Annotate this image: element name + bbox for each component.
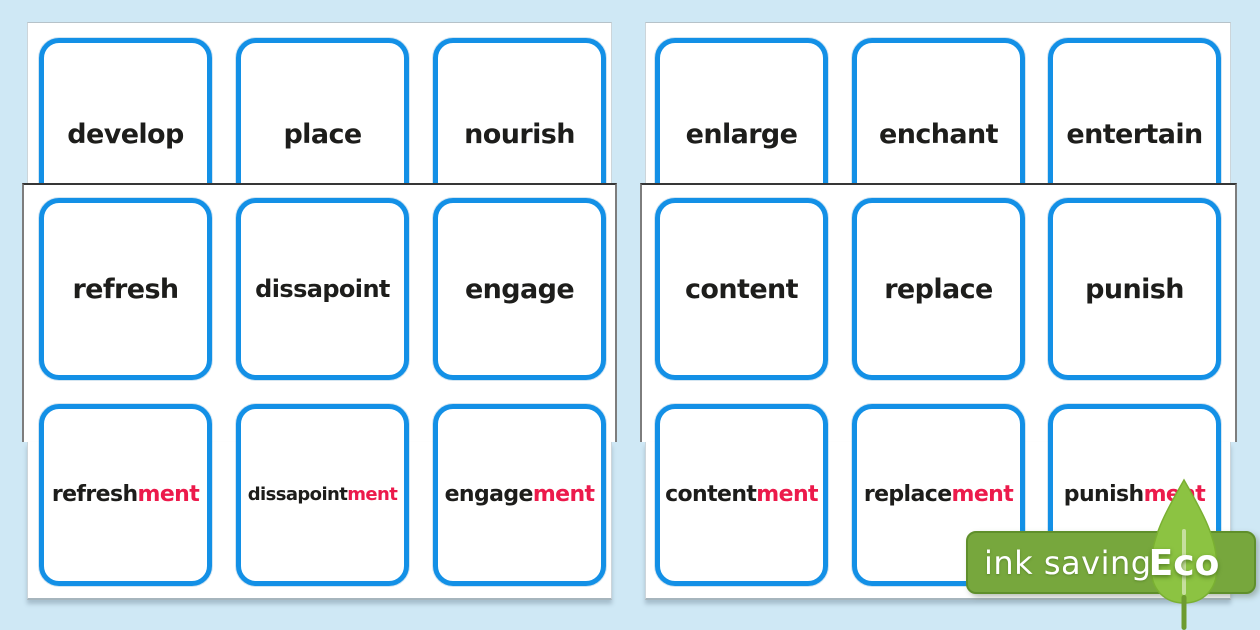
word-card: dissapoint [236,198,409,380]
card-root: content [665,482,757,507]
card-word: content [685,273,799,305]
card-word: replace [884,276,993,303]
word-card: punish [1048,198,1221,380]
card-root: place [283,118,362,150]
card-suffix: ment [756,482,818,507]
card-suffix: ment [137,482,200,507]
card-word: develop [67,111,184,150]
card-word: engage [464,273,575,305]
word-card: refreshment [39,404,212,586]
card-word: replacement [863,482,1014,507]
eco-leaf-icon [1150,478,1218,630]
card-suffix: ment [347,484,398,505]
card-word: contentment [665,484,818,506]
card-root: refresh [51,482,138,507]
left-page-row1: develop place nourish [27,22,612,183]
card-word: entertain [1066,111,1203,150]
word-card: content [655,198,828,380]
card-root: replace [884,273,993,305]
word-card: engagement [433,404,606,586]
card-root: punish [1085,273,1184,305]
word-card: place [236,38,409,183]
card-root: entertain [1066,118,1203,150]
card-word: nourish [464,111,575,148]
word-card: nourish [433,38,606,183]
word-card: contentment [655,404,828,586]
card-root: develop [67,118,184,150]
card-word: refreshment [51,482,200,507]
card-word: enlarge [686,111,798,148]
card-root: dissapoint [247,484,348,505]
card-word: dissapoint [255,277,390,301]
card-root: punish [1063,482,1144,507]
card-word: enchant [879,111,999,150]
word-card: dissapointment [236,404,409,586]
word-card: entertain [1048,38,1221,183]
card-root: engage [464,273,575,305]
card-suffix: ment [951,482,1014,507]
card-root: replace [863,482,952,507]
word-card: engage [433,198,606,380]
card-root: enlarge [685,118,798,150]
word-card: enchant [852,38,1025,183]
card-word: refresh [72,273,179,305]
card-root: engage [444,482,534,507]
card-word: engagement [445,484,595,506]
card-root: dissapoint [255,275,390,303]
card-root: nourish [464,118,575,150]
word-card: refresh [39,198,212,380]
eco-label: Eco [1148,543,1220,584]
ink-saving-label: ink saving [984,543,1152,582]
card-word: punish [1085,276,1184,303]
card-word: dissapointment [247,484,398,505]
word-card: replace [852,198,1025,380]
card-word: place [283,111,362,150]
card-root: content [685,273,799,305]
right-page-row1: enlarge enchant entertain [645,22,1231,183]
card-root: enchant [879,118,999,150]
word-card: develop [39,38,212,183]
word-card: enlarge [655,38,828,183]
card-root: refresh [72,273,179,305]
card-suffix: ment [532,482,595,507]
